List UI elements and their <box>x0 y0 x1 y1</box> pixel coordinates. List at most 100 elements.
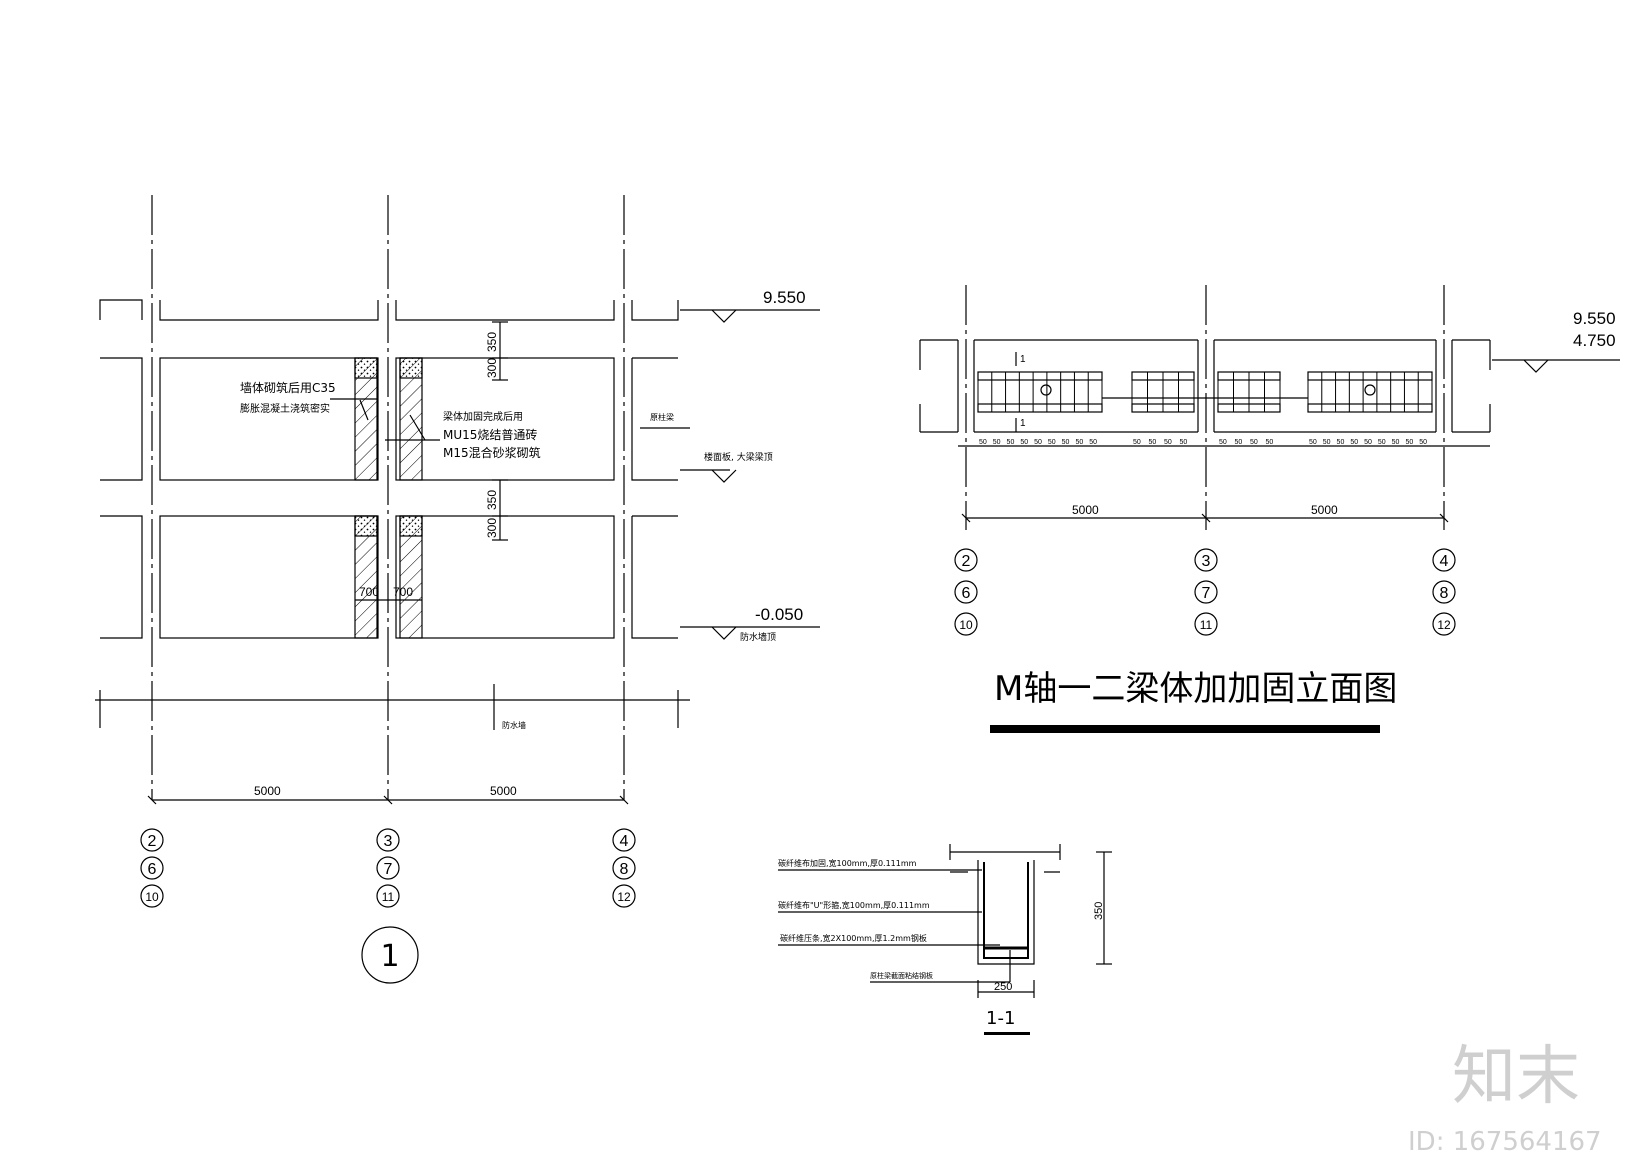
note-c35-line1: 墙体砌筑后用C35 <box>240 380 336 395</box>
span-right-label: 5000 <box>490 784 517 798</box>
axis-label-4b: 4 <box>1440 553 1449 570</box>
axis-label-12b: 12 <box>1437 618 1451 632</box>
concrete-fill-upper-left <box>354 357 378 379</box>
axis-label-3b: 3 <box>1202 553 1211 570</box>
dim-350-lower: 350 <box>485 490 499 510</box>
span-left-label-b: 5000 <box>1072 503 1099 517</box>
axis-bubble-8 <box>612 856 636 880</box>
elevation-title: M轴一二梁体加加固立面图 <box>994 669 1397 709</box>
axis-bubble-6b <box>954 580 978 604</box>
carbon-fibre-band-right <box>1217 371 1433 413</box>
span-left-label: 5000 <box>254 784 281 798</box>
axis-label-8b: 8 <box>1440 585 1449 602</box>
axis-label-2: 2 <box>148 833 157 850</box>
stirrup-spacing-label: 50 <box>1378 439 1386 446</box>
stirrup-spacing-label: 50 <box>1419 439 1427 446</box>
stirrup-spacing-label: 50 <box>1048 439 1056 446</box>
section-label-4: 原柱梁截面粘结钢板 <box>870 971 933 980</box>
watermark-brand: 知末 <box>1452 1040 1580 1114</box>
axis-label-8: 8 <box>620 861 629 878</box>
stirrup-spacing-label: 50 <box>1020 439 1028 446</box>
stirrup-spacing-label: 50 <box>1266 439 1274 446</box>
axis-bubble-8b <box>1432 580 1456 604</box>
stirrup-spacing-label: 50 <box>1133 439 1141 446</box>
anchor-bolt-left <box>1040 384 1052 396</box>
stirrup-spacing-label: 50 <box>1075 439 1083 446</box>
stirrup-spacing-label: 50 <box>1149 439 1157 446</box>
right-elevation <box>919 285 1620 636</box>
section-title: 1-1 <box>986 1008 1015 1029</box>
section-detail-text: 碳纤维布加固,宽100mm,厚0.111mm 碳纤维布"U"形箍,宽100mm,… <box>778 858 1105 1029</box>
dim-300-lower: 300 <box>485 518 499 538</box>
section-height-dim: 350 <box>1093 902 1105 920</box>
right-elevation-text: 9.550 4.750 1 1 5000 5000 2 6 10 3 7 11 … <box>959 309 1615 709</box>
stirrup-spacing-label: 50 <box>1364 439 1372 446</box>
lower-opening-right <box>395 515 615 639</box>
axis-bubble-7 <box>376 856 400 880</box>
stirrup-spacing-label: 50 <box>993 439 1001 446</box>
stirrup-spacing-label: 50 <box>1337 439 1345 446</box>
dim-700-right: 700 <box>393 585 413 599</box>
axis-label-11: 11 <box>382 890 395 904</box>
stirrup-spacing-label: 50 <box>1309 439 1317 446</box>
stirrup-spacing-label: 50 <box>1219 439 1227 446</box>
axis-label-12: 12 <box>617 890 631 904</box>
watermark-id: ID: 167564167 <box>1408 1127 1602 1157</box>
level-top-label: 9.550 <box>763 288 806 307</box>
note-mu15-line3: M15混合砂浆砌筑 <box>443 445 541 460</box>
section-label-3: 碳纤维压条,宽2X100mm,厚1.2mm钢板 <box>780 933 927 943</box>
left-elevation <box>95 195 820 984</box>
section-detail <box>778 844 1112 998</box>
axis-bubble-2b <box>954 548 978 572</box>
axis-bubble-2 <box>140 828 164 852</box>
axis-bubble-4 <box>612 828 636 852</box>
ground-label: 防水墙 <box>502 720 526 730</box>
concrete-fill-upper-right <box>399 357 423 379</box>
stirrup-spacing-label: 50 <box>1235 439 1243 446</box>
section-width-dim: 250 <box>994 981 1012 993</box>
axis-label-11b: 11 <box>1200 618 1213 632</box>
stirrup-spacing-label: 50 <box>1034 439 1042 446</box>
left-elevation-text: 9.550 -0.050 350 300 350 300 700 700 500… <box>145 288 805 974</box>
axis-bubble-11 <box>376 884 400 908</box>
note-c35-line2: 膨胀混凝土浇筑密实 <box>240 402 330 415</box>
note-mu15-line1: 梁体加固完成后用 <box>443 410 523 423</box>
section-title-underline <box>984 1032 1030 1035</box>
stirrup-spacing-label: 50 <box>979 439 987 446</box>
stirrup-spacing-label: 50 <box>1350 439 1358 446</box>
stirrup-spacing-label: 50 <box>1250 439 1258 446</box>
stirrup-spacing-label: 50 <box>1392 439 1400 446</box>
axis-bubble-12b <box>1432 612 1456 636</box>
dim-300-upper: 300 <box>485 358 499 378</box>
stirrup-spacing-label: 50 <box>1405 439 1413 446</box>
axis-label-7: 7 <box>384 861 393 878</box>
dim-700-left: 700 <box>359 585 379 599</box>
axis-label-2b: 2 <box>962 553 971 570</box>
dim-350-upper: 350 <box>485 332 499 352</box>
u-wrap-strip <box>983 862 1029 959</box>
axis-label-10b: 10 <box>959 618 973 632</box>
section-mark-bottom: 1 <box>1020 418 1026 429</box>
axis-label-10: 10 <box>145 890 159 904</box>
axis-bubble-10 <box>140 884 164 908</box>
title-underline <box>990 725 1380 733</box>
stirrup-group: 50 50 50 50 50 50 50 50 50 50 50 50 50 50 50 50 50 50 50 50… <box>977 372 1433 446</box>
section-mark-top: 1 <box>1020 354 1026 365</box>
section-label-2: 碳纤维布"U"形箍,宽100mm,厚0.111mm <box>778 900 930 910</box>
axis-bubble-11b <box>1194 612 1218 636</box>
anchor-bolt-right <box>1364 384 1376 396</box>
axis-bubble-12 <box>612 884 636 908</box>
axis-bubble-3 <box>376 828 400 852</box>
top-beam-edge <box>99 299 679 321</box>
stirrup-spacing-label: 50 <box>1164 439 1172 446</box>
concrete-fill-lower-right <box>399 515 423 537</box>
axis-bubble-10b <box>954 612 978 636</box>
section-label-1: 碳纤维布加固,宽100mm,厚0.111mm <box>778 858 917 868</box>
axis-label-6: 6 <box>148 861 157 878</box>
axis-bubble-4b <box>1432 548 1456 572</box>
lower-opening-left <box>159 515 379 639</box>
level-second-label-b: 4.750 <box>1573 331 1616 350</box>
stirrup-spacing-label: 50 <box>1323 439 1331 446</box>
side-label-bottom: 防水墙顶 <box>740 631 776 643</box>
